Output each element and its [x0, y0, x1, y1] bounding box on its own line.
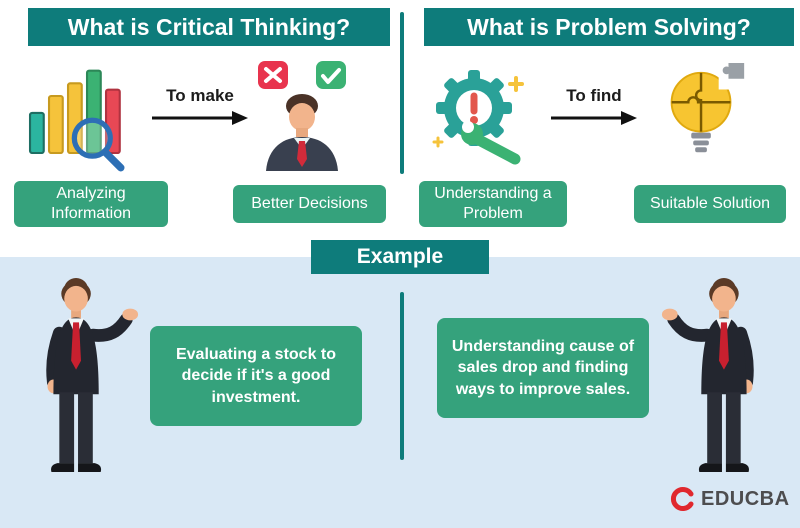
person-decisions-icon [252, 58, 352, 172]
problem-solving-title: What is Problem Solving? [467, 13, 751, 40]
gear-wrench-icon [428, 56, 528, 170]
better-decisions-text: Better Decisions [251, 195, 368, 212]
top-section-divider [400, 12, 404, 174]
problem-arrow-group: To find [550, 86, 638, 127]
analyzing-information-label: Analyzing Information [14, 181, 168, 227]
better-decisions-label: Better Decisions [233, 185, 386, 223]
bar-chart-magnifier-icon [26, 58, 128, 172]
educba-logo-icon [670, 487, 694, 511]
suitable-solution-label: Suitable Solution [634, 185, 786, 223]
critical-thinking-title: What is Critical Thinking? [67, 13, 351, 40]
example-section-divider [400, 292, 404, 460]
critical-arrow-label: To make [166, 86, 234, 105]
right-arrow-icon [551, 111, 637, 125]
understanding-problem-label: Understanding a Problem [419, 181, 567, 227]
critical-arrow-group: To make [150, 86, 250, 127]
problem-example-text: Understanding cause of sales drop and fi… [451, 337, 635, 398]
critical-example-text: Evaluating a stock to decide if it's a g… [175, 345, 337, 406]
critical-thinking-title-banner: What is Critical Thinking? [28, 8, 390, 46]
understanding-problem-text: Understanding a Problem [434, 185, 552, 222]
example-title: Example [356, 245, 444, 268]
problem-example-box: Understanding cause of sales drop and fi… [437, 318, 649, 418]
analyzing-information-text: Analyzing Information [50, 185, 132, 222]
businessman-right-illustration [656, 266, 784, 488]
example-title-banner: Example [311, 240, 489, 274]
problem-arrow-label: To find [566, 86, 622, 105]
critical-example-box: Evaluating a stock to decide if it's a g… [150, 326, 362, 426]
problem-solving-title-banner: What is Problem Solving? [424, 8, 794, 46]
educba-wordmark: EDUCBA [701, 487, 790, 510]
suitable-solution-text: Suitable Solution [649, 195, 771, 212]
educba-logo: EDUCBA [670, 486, 790, 512]
right-arrow-icon [152, 111, 248, 125]
businessman-left-illustration [16, 266, 144, 488]
puzzle-bulb-icon [654, 56, 752, 170]
